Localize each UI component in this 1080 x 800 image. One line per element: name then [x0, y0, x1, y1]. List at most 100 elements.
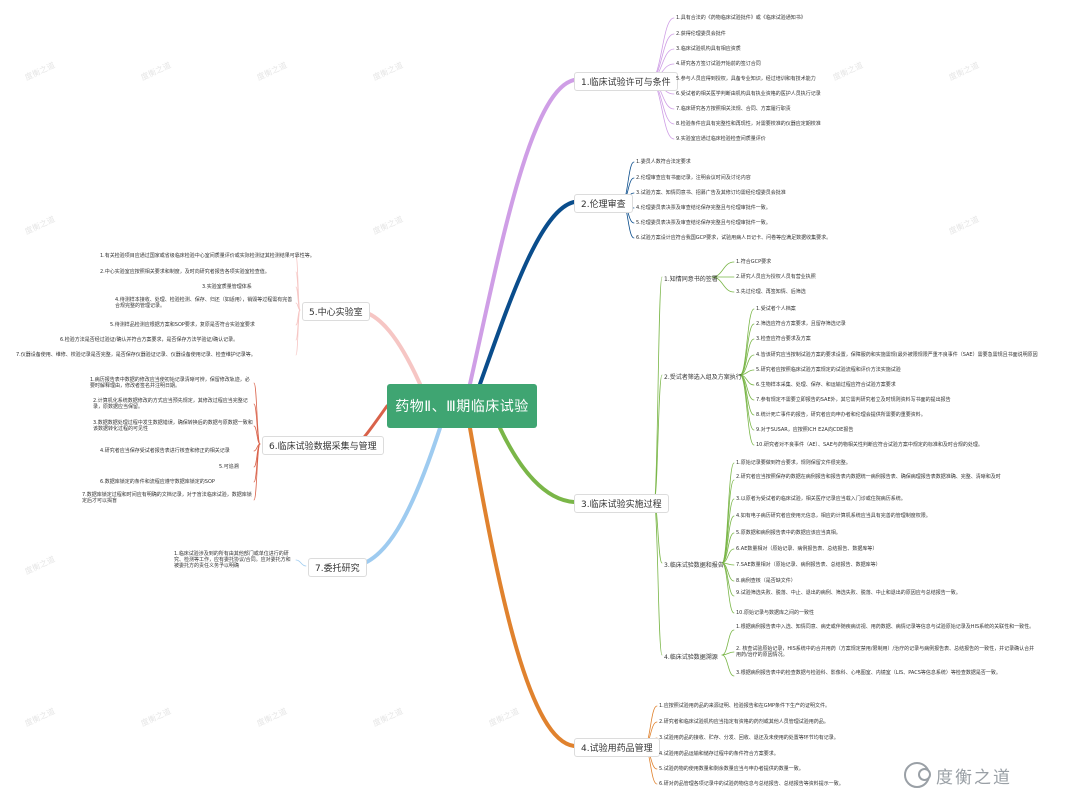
s3-item-7: 7.SAE数量相对（原始记录、病例报告表、总结报告、数据库等）	[736, 562, 881, 568]
s4-item-2: 2. 核查试验原始记录，HIS系统中的合并用药（方案规定禁用/限制用）/治疗的记…	[736, 646, 1035, 658]
link-b6-leaf-2	[253, 403, 261, 445]
b6-item-2: 2.计算机化系统数据修改的方式应当预先规定，其修改过程应当完整记录，原数据应当保…	[93, 398, 248, 410]
s2-item-5: 5.研究者应按照临床试验方案规定的试验流程和评价方法实施试验	[756, 367, 901, 373]
s2-item-2: 2.筛选应符合方案要求，且留存筛选记录	[756, 321, 846, 327]
s3-item-1: 1.原始记录要做到符合要求，规则保留文件很完整。	[736, 460, 851, 466]
s3-item-10: 10.原始记录与数据库之间的一致性	[736, 610, 814, 616]
wechat-icon	[904, 762, 931, 788]
b2-item-2: 2.伦理审查应有书面记录，注明会议时间及讨论内容	[636, 175, 751, 181]
s1-item-3: 3.先过伦理、再签知情、后筛选	[736, 289, 806, 295]
link-b6-leaf-7	[253, 443, 261, 501]
s3-item-9: 9.试验筛选失败、脱落、中止、退出的病例、筛选失败、脱落、中止和退出的原因应与总…	[736, 590, 961, 596]
b5-item-4: 4.待测样本接收、处理、检验检测、保存、归还（如适用），销毁等过程需有完善合规完…	[115, 297, 293, 309]
link-b6-leaf-3	[253, 425, 261, 445]
link-root-b2	[478, 200, 576, 386]
link-b5-leaf-4	[295, 302, 301, 311]
s1-item-1: 1.符合GCP要求	[736, 259, 772, 265]
s4-item-3: 3.根据病例报告表中的检查数据与检验科、影像科、心电图室、内镜室（LIS、PAC…	[736, 670, 1001, 676]
b6-item-1: 1.病历报告表中数据的修改应当使初始记录清晰可辨，保留修改轨迹，必要时解释理由，…	[90, 377, 250, 389]
branch-data-collection[interactable]: 6.临床试验数据采集与管理	[262, 436, 384, 455]
b4-item-5: 5.试验药物的使用数量和剩余数量应当与申办者提供的数量一致。	[659, 766, 804, 772]
b5-item-1: 1.有关检验项目应通过国家或省级临床检验中心室间质量评价或实际检测证其检测结果可…	[100, 253, 315, 259]
branch-license-conditions[interactable]: 1.临床试验许可与条件	[574, 72, 678, 91]
s3-item-2: 2.研究者应当按照保存的数据在病例报告和报告表内数据统一病例报告表、确保病理报告…	[736, 474, 1001, 480]
b2-item-5: 5.伦理委员表决票及审查结论保存完整且与伦理审批件一致。	[636, 220, 771, 226]
s3-item-8: 8.病例查核（是否缺文件）	[736, 578, 796, 584]
link-s1-leaf-1	[711, 261, 735, 278]
b1-item-7: 7.临床研究各方按照相关法规、合同、方案履行职责	[676, 106, 791, 112]
b4-item-6: 6.研对药品管理各项记录中的试验药物信息与总结报告、总结报告等资料提示一致。	[659, 781, 844, 787]
b2-item-1: 1.委员人数符合法定要求	[636, 159, 691, 165]
link-s2-leaf-9	[739, 374, 755, 431]
s3-item-4: 4.如有电子病历研究者应使用元信息，相应的计算机系统应当具有完善的管理制度权限。	[736, 513, 931, 519]
link-b7-leaf-1	[295, 559, 307, 567]
link-s3-leaf-5	[721, 532, 735, 564]
link-s3-leaf-10	[721, 562, 735, 614]
link-s4-leaf-1	[721, 629, 735, 656]
b7-item-1: 1.临床试验涉及到的所有由其他部门或单位进行的研究、检测等工作，应有委托协议/合…	[174, 551, 291, 569]
brand-logo-text: 度衡之道	[936, 767, 1012, 788]
b6-item-5: 5.可追溯	[219, 464, 239, 470]
link-b1-leaf-1	[649, 17, 675, 81]
b4-item-2: 2.研究者和临床试验机构应当指定有资格的药剂或其他人员管理试验用药品。	[659, 719, 829, 725]
b4-item-4: 4.试验用药品运输和储存过程中的条件符合方案要求。	[659, 751, 779, 757]
branch-trial-implementation[interactable]: 3.临床试验实施过程	[574, 494, 669, 513]
b4-item-3: 3.试验用药品的接收、贮存、分发、回收、退还及未使用的处置等环节均有记录。	[659, 735, 839, 741]
link-b5-leaf-7	[295, 309, 301, 356]
b1-item-5: 5.参与人员应得到授权，具备专业知识，经过培训和有技术能力	[676, 76, 816, 82]
b1-item-3: 3.临床试验机构具有相应资质	[676, 46, 741, 52]
branch-drug-management[interactable]: 4.试验用药品管理	[574, 738, 660, 757]
b1-item-4: 4.研究各方签订试验开始前的签订合同	[676, 61, 761, 67]
sub-subject-screening[interactable]: 2.受试者筛选入组及方案执行	[664, 374, 742, 381]
link-s2-leaf-2	[739, 323, 755, 376]
link-s2-leaf-10	[739, 374, 755, 446]
s2-item-1: 1.受试者个人档案	[756, 306, 796, 312]
b4-item-1: 1.应按照试验用药品的来源证明、检验报告和在GMP条件下生产的证明文件。	[659, 703, 830, 709]
b2-item-6: 6.试验方案设计应符合我国GCP要求，试验用病人日记卡、问卷等应满足数据收集要求…	[636, 235, 832, 241]
b2-item-3: 3.试验方案、知情同意书、招募广告及其修订均需经伦理委员会批准	[636, 190, 786, 196]
link-root-b3	[498, 426, 576, 504]
branch-central-lab[interactable]: 5.中心实验室	[302, 302, 370, 321]
s2-item-8: 8.统计死亡事件的报告，研究者应向申办者和伦理会提供所需要的重要资料。	[756, 412, 926, 418]
s3-item-6: 6.AE数量相对（原始记录、病例报告表、总结报告、数据库等）	[736, 546, 878, 552]
s3-item-3: 3.以原者为受试者的临床试验，相关医疗记录应当载入门诊或住院病历系统。	[736, 496, 906, 502]
b5-item-7: 7.仪器设备使用、维修、校验记录是否完整，是否保存仪器验证记录、仪器设备使用记录…	[16, 352, 256, 358]
link-s3-leaf-2	[721, 479, 735, 564]
link-root-b1	[468, 78, 576, 386]
b1-item-9: 9.实验室应通过临床检验检查间质量评价	[676, 136, 766, 142]
branch-commissioned-research[interactable]: 7.委托研究	[308, 558, 367, 577]
s3-item-5: 5.原数据和病例报告表中的数据应该应当真相。	[736, 530, 841, 536]
link-s3-leaf-6	[721, 548, 735, 564]
link-b3-sub-4	[653, 501, 663, 656]
sub-data-traceability[interactable]: 4.临床试验数据溯源	[664, 654, 718, 661]
link-b3-sub-1	[653, 276, 663, 503]
b2-item-4: 4.伦理委员表决票及审查结论保存完整且与伦理审批件一致。	[636, 205, 771, 211]
sub-data-and-report[interactable]: 3.临床试验数据和报告	[664, 562, 724, 569]
link-s4-leaf-3	[721, 654, 735, 677]
link-s3-leaf-4	[721, 515, 735, 564]
b6-item-6: 6.数据库锁定的条件和流程应遵守数据库锁定的SOP	[100, 479, 215, 485]
b5-item-6: 6.检验方法是否经过验证/确认并符合方案要求，是否保存方法学验证/确认记录。	[60, 337, 239, 343]
link-s2-leaf-3	[739, 338, 755, 376]
b6-item-7: 7.数据库锁定过程和时间应有明确的文档记录，对于盲法临床试验，数据库锁定后才可以…	[82, 492, 252, 504]
s2-item-6: 6.生物样本采集、处理、保存、和运输过程应符合试验方案要求	[756, 382, 896, 388]
b1-item-2: 2.获得伦理委员会批件	[676, 31, 726, 37]
b5-item-2: 2.中心实验室应按照相关要求和制度，及时向研究者报告各项实验室检查值。	[100, 269, 270, 275]
b6-item-3: 3.数据数据处理过程中发生数据错误，确保转换后的数据与原数据一致和该数据转化过程…	[93, 420, 253, 432]
b5-item-3: 3.实验室质量管理体系	[202, 284, 252, 290]
root-node[interactable]: 药物Ⅱ、Ⅲ期临床试验	[387, 384, 537, 428]
brand-logo: 度衡之道	[904, 762, 1012, 788]
s2-item-7: 7.参有规定不需要立即报告的SAE外，其它需判研究者立及时规则资料写书面的提出报…	[756, 397, 951, 403]
s1-item-2: 2.研究人员应为授权人员有营业执照	[736, 274, 816, 280]
link-root-b5	[354, 308, 422, 386]
b1-item-8: 8.检验条件应具有完整性和再现性，对需要校准的仪器应定期校准	[676, 121, 821, 127]
link-root-b4	[468, 426, 576, 748]
b5-item-5: 5.待测样品检测应根据方案和SOP要求，复原是否符合实验室要求	[110, 322, 255, 328]
b1-item-1: 1.具有合法的《药物临床试验批件》或《临床试验通知书》	[676, 15, 806, 21]
branch-ethics-review[interactable]: 2.伦理审查	[574, 194, 633, 213]
s2-item-10: 10.研究者对不良事件（AE）、SAE与药物相关性判断应符合试验方案中规定的标准…	[756, 442, 983, 448]
b6-item-4: 4.研究者应当保存受试者报告表进行核查和修正的相关记录	[100, 448, 230, 454]
s2-item-3: 3.检查应符合要求及方案	[756, 336, 811, 342]
sub-informed-consent[interactable]: 1.知情同意书的签署	[664, 276, 718, 283]
